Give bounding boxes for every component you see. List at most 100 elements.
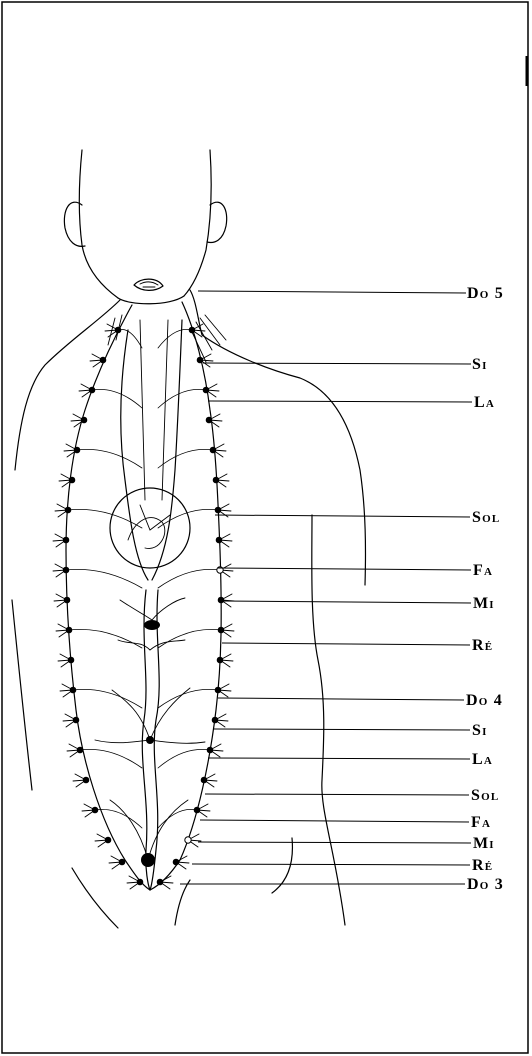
left-ganglion-dot — [92, 807, 98, 813]
right-nerve-branch — [158, 509, 218, 528]
left-ganglion-dot — [89, 387, 95, 393]
right-nerve-branch — [158, 569, 220, 588]
right-ganglion-dot — [215, 507, 221, 513]
right-ganglion-dot — [157, 879, 163, 885]
left-nerve-branch — [66, 569, 142, 588]
left-ganglion-dot — [115, 327, 121, 333]
label-mi-upper: Mi — [473, 595, 495, 612]
left-torso — [12, 600, 32, 790]
right-ganglion-dot — [197, 357, 203, 363]
chin — [118, 296, 184, 304]
label-la-upper: La — [474, 394, 495, 411]
leader-line-do-4 — [218, 698, 464, 700]
left-nerve-branch — [80, 749, 142, 768]
right-nerve-branch — [158, 629, 221, 648]
left-ganglion-dot — [81, 417, 87, 423]
lower-left-contour — [72, 868, 118, 928]
left-ganglion-dot — [137, 879, 143, 885]
right-nerve-branch — [158, 689, 218, 708]
left-nerve-branch — [69, 629, 142, 648]
lower-right-contour — [272, 838, 292, 893]
left-ganglion-dot — [63, 537, 69, 543]
right-ganglion-dot — [218, 597, 224, 603]
right-ganglion-dot — [207, 747, 213, 753]
label-do-5: Do 5 — [467, 285, 504, 302]
left-ganglion-dot — [77, 747, 83, 753]
leader-line-re-upper — [222, 643, 470, 645]
trachea-right — [162, 320, 168, 500]
leader-line-si-upper — [203, 363, 471, 364]
right-nerve-branch — [158, 329, 192, 348]
head — [64, 150, 226, 304]
right-ganglion-dot — [217, 657, 223, 663]
right-ganglion-dot — [206, 417, 212, 423]
leader-line-fa-upper — [218, 568, 471, 570]
left-nerve-branch — [118, 329, 142, 348]
left-nerve-branch — [92, 389, 142, 408]
left-ganglion-dot — [73, 717, 79, 723]
head-left-outline — [79, 150, 118, 298]
leader-line-sol-upper — [215, 515, 470, 517]
left-ganglion-dot — [69, 477, 75, 483]
right-ganglion-dot — [213, 477, 219, 483]
body-outline — [12, 290, 365, 928]
label-si-lower: Si — [472, 722, 488, 739]
leader-line-mi-lower — [198, 842, 471, 843]
note-labels: Do 5 Si La Sol Fa Mi Ré Do 4 Si La Sol F… — [466, 285, 504, 893]
mouth-inner — [140, 282, 158, 287]
label-fa-upper: Fa — [473, 562, 493, 579]
right-nerve-branch — [158, 749, 210, 768]
leader-lines — [180, 291, 472, 884]
lower-plexus — [141, 853, 155, 867]
right-ganglion-dot — [210, 447, 216, 453]
leader-line-sol-lower — [205, 794, 469, 795]
left-ganglion-dot — [64, 597, 70, 603]
right-ganglion-dot — [201, 777, 207, 783]
label-fa-lower: Fa — [471, 814, 491, 831]
label-mi-lower: Mi — [473, 835, 495, 852]
left-nerve-branch — [77, 449, 142, 468]
leader-line-si-lower — [214, 729, 470, 730]
leader-line-fa-lower — [200, 820, 469, 822]
right-ganglion-dot — [194, 807, 200, 813]
right-nerve-branch — [158, 449, 213, 468]
leader-line-do-5 — [198, 291, 466, 293]
left-ganglion-dot — [63, 567, 69, 573]
right-ganglion-dot — [216, 537, 222, 543]
left-ganglion-dot — [100, 357, 106, 363]
right-ganglion-dot — [212, 717, 218, 723]
right-ganglion-dot — [185, 837, 191, 843]
left-ganglion-dot — [74, 447, 80, 453]
left-ganglion-dot — [68, 657, 74, 663]
label-do-4: Do 4 — [466, 692, 503, 709]
left-ganglion-dot — [66, 627, 72, 633]
right-ganglion-dot — [203, 387, 209, 393]
right-ganglion-dot — [218, 627, 224, 633]
leader-line-la-lower — [208, 758, 470, 759]
label-do-3: Do 3 — [467, 876, 504, 893]
right-nerve-branch — [158, 809, 197, 828]
plexus-branches — [95, 598, 205, 860]
left-ganglion-dot — [83, 777, 89, 783]
left-ganglion-dot — [65, 507, 71, 513]
label-sol-lower: Sol — [471, 787, 499, 804]
right-ganglion-dot — [173, 859, 179, 865]
trachea-left — [140, 320, 145, 500]
left-ganglion-chain — [66, 305, 150, 890]
right-ganglion-dot — [215, 687, 221, 693]
leader-line-re-lower — [192, 864, 470, 865]
label-la-lower: La — [472, 751, 493, 768]
mid-plexus — [146, 736, 154, 744]
solar-plexus — [144, 620, 160, 630]
label-si-upper: Si — [472, 356, 488, 373]
left-ganglion-dot — [119, 859, 125, 865]
left-ganglion-dot — [105, 837, 111, 843]
ganglia-group — [53, 324, 234, 889]
head-right-outline — [184, 150, 211, 296]
mouth — [134, 279, 163, 290]
heart-circle — [110, 488, 190, 568]
left-ganglion-dot — [70, 687, 76, 693]
label-sol-upper: Sol — [472, 509, 500, 526]
leader-line-la-upper — [208, 401, 472, 402]
